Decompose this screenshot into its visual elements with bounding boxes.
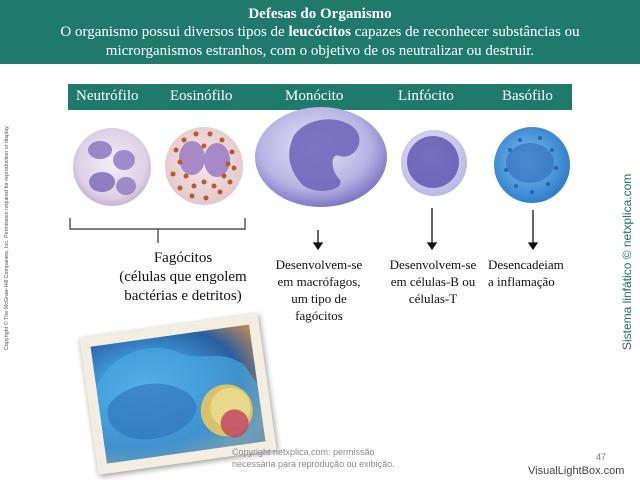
label-eosinofilo: Eosinófilo [170, 88, 233, 104]
page-number: 47 [596, 452, 607, 462]
label-basofilo: Basófilo [502, 88, 553, 104]
watermark: Copyright netxplica.com: permissão neces… [232, 446, 395, 470]
caption-linfocito-line-1: Desenvolvem-se [389, 257, 477, 272]
caption-monocito: Desenvolvem-se em macrófagos, um tipo de… [264, 256, 374, 324]
caption-linfocito-line-2: em células-B ou [390, 274, 476, 289]
fagocitos-bracket [69, 218, 246, 243]
eosinofilo-cell [165, 127, 243, 205]
macrophage-photo [79, 313, 277, 475]
caption-fagocitos-line-3: bactérias e detritos) [124, 288, 242, 304]
label-neutrofilo: Neutrófilo [76, 88, 139, 104]
cell-labels-bar: Neutrófilo Eosinófilo Monócito Linfócito… [68, 84, 572, 110]
side-copyright: Copyright © The McGraw-Hill Companies, I… [4, 98, 14, 350]
caption-monocito-line-2: em macrófagos, [277, 274, 361, 289]
monocito-cell [255, 107, 387, 207]
side-credit-text: Sistema linfático © netxplica.com [620, 173, 634, 350]
label-monocito: Monócito [285, 88, 344, 104]
watermark-line-1: Copyright netxplica.com: permissão [232, 447, 375, 457]
caption-fagocitos: Fagócitos (células que engolem bactérias… [118, 249, 248, 306]
caption-monocito-line-1: Desenvolvem-se [275, 257, 363, 272]
label-linfocito: Linfócito [398, 88, 454, 104]
macrophage-art [96, 347, 266, 464]
caption-fagocitos-line-1: Fagócitos [153, 250, 213, 266]
caption-fagocitos-line-2: (células que engolem [119, 269, 247, 285]
side-credit: Sistema linfático © netxplica.com [620, 174, 638, 350]
header-banner: Defesas do Organismo O organismo possui … [0, 0, 640, 64]
caption-monocito-line-4: fagócitos [295, 308, 343, 323]
caption-monocito-line-3: um tipo de [291, 291, 347, 306]
macrophage-image [90, 324, 266, 464]
intro-line-2: microrganismos estranhos, com o objetivo… [105, 43, 535, 59]
intro-line-1-start: O organismo possui diversos tipos de [60, 24, 289, 40]
linfocito-cell [401, 130, 467, 196]
intro-line-1-end: capazes de reconhecer substâncias ou [350, 24, 580, 40]
caption-basofilo-line-2: a inflamação [488, 274, 555, 289]
intro-line-1: O organismo possui diversos tipos de leu… [0, 23, 640, 42]
basofilo-cell [494, 127, 570, 203]
caption-basofilo: Desencadeiam a inflamação [488, 256, 578, 290]
site-credit: VisualLightBox.com [528, 465, 625, 477]
caption-linfocito: Desenvolvem-se em células-B ou células-T [378, 256, 488, 307]
side-copyright-text: Copyright © The McGraw-Hill Companies, I… [4, 125, 10, 350]
caption-linfocito-line-3: células-T [408, 291, 458, 306]
slide-title: Defesas do Organismo [248, 6, 392, 22]
watermark-line-2: necessária para reprodução ou exibição. [232, 459, 395, 469]
caption-basofilo-line-1: Desencadeiam [488, 257, 564, 272]
neutrofilo-cell [73, 128, 151, 206]
arrows [312, 208, 539, 251]
intro-keyword: leucócitos [288, 24, 351, 40]
